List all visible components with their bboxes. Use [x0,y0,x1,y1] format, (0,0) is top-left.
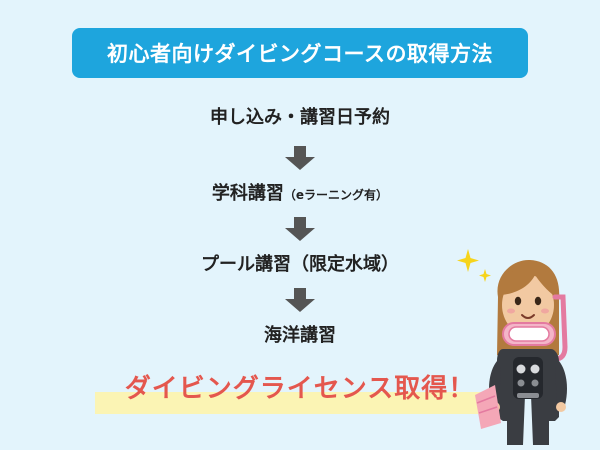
step-ocean: 海洋講習 [0,321,600,347]
step-label: 海洋講習 [264,325,336,346]
result-text: ダイビングライセンス取得！ [0,368,600,405]
step-label: プール講習（限定水域） [201,254,399,275]
down-arrow-icon [285,288,315,312]
sparkle-icon [457,249,491,282]
step-pool: プール講習（限定水域） [0,250,600,276]
title-text: 初心者向けダイビングコースの取得方法 [107,42,493,66]
title-badge: 初心者向けダイビングコースの取得方法 [72,28,528,78]
step-theory: 学科講習（eラーニング有） [0,179,600,205]
step-note: （eラーニング有） [283,188,389,202]
step-label: 学科講習 [211,183,284,204]
step-application: 申し込み・講習日予約 [0,103,600,129]
down-arrow-icon [285,146,315,170]
down-arrow-icon [285,217,315,241]
step-label: 申し込み・講習日予約 [210,107,390,128]
result-label: ダイビングライセンス取得！ [124,374,476,404]
result-highlight [95,392,505,414]
diver-illustration [457,249,568,445]
